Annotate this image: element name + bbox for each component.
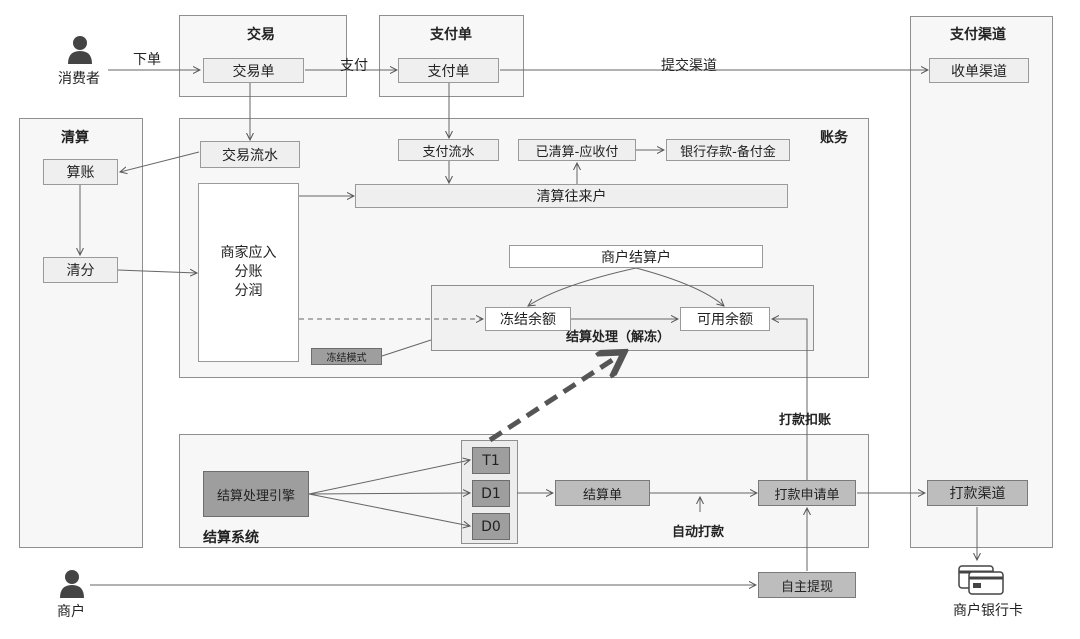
bank-card-label: 商户银行卡 (953, 603, 1023, 619)
settlement-region-title: 结算系统 (203, 530, 259, 546)
trade-flow-node: 交易流水 (200, 141, 300, 168)
clearing-account-node: 清算往来户 (355, 184, 788, 208)
settle-unfreeze-label: 结算处理（解冻） (566, 330, 671, 345)
self-withdraw-node: 自主提现 (758, 572, 856, 598)
merchant-account-node: 商户结算户 (509, 245, 763, 268)
settle-engine-node: 结算处理引擎 (203, 471, 309, 517)
consumer-person-icon (68, 36, 92, 64)
bank-deposit-node: 银行存款-备付金 (666, 139, 790, 161)
payout-deduct-label: 打款扣账 (779, 413, 832, 428)
trade-region (179, 15, 347, 97)
merchant-entry-node: 商家应入 分账 分润 (198, 183, 299, 362)
trade-order-node: 交易单 (203, 58, 304, 83)
reconcile-node: 算账 (43, 159, 118, 185)
payment-region-title: 支付单 (430, 27, 472, 43)
bank-card-icon (958, 565, 1004, 595)
clearing-region-title: 清算 (61, 130, 89, 146)
consumer-label: 消费者 (58, 71, 100, 87)
submit-channel-label: 提交渠道 (661, 58, 717, 74)
d0-node: D0 (472, 513, 510, 540)
place-order-label: 下单 (133, 52, 161, 68)
cleared-receivable-node: 已清算-应收付 (518, 139, 636, 161)
payment-flow-node: 支付流水 (398, 139, 499, 161)
payout-channel-node: 打款渠道 (927, 480, 1028, 506)
clearing-region (19, 118, 143, 548)
d1-node: D1 (472, 480, 510, 507)
channel-region-title: 支付渠道 (950, 27, 1006, 43)
merchant-person-icon (60, 570, 84, 598)
frozen-balance-node: 冻结余额 (485, 307, 571, 331)
available-balance-node: 可用余额 (680, 307, 770, 331)
merchant-entry-line-1: 商家应入 (220, 245, 277, 261)
receive-channel-node: 收单渠道 (929, 58, 1029, 83)
settle-order-node: 结算单 (555, 480, 650, 506)
merchant-entry-line-2: 分账 (234, 264, 263, 280)
auto-payout-label: 自动打款 (672, 525, 725, 540)
payment-order-node: 支付单 (398, 58, 499, 83)
split-node: 清分 (43, 257, 118, 283)
channel-region (910, 16, 1053, 548)
merchant-entry-line-3: 分润 (234, 283, 263, 299)
pay-label: 支付 (340, 58, 368, 74)
payment-region (379, 15, 524, 97)
payout-request-node: 打款申请单 (758, 480, 856, 506)
merchant-label: 商户 (57, 604, 85, 620)
accounting-region-title: 账务 (820, 130, 848, 146)
t1-node: T1 (472, 447, 510, 474)
freeze-mode-tag: 冻结模式 (311, 348, 382, 365)
trade-region-title: 交易 (247, 27, 275, 43)
